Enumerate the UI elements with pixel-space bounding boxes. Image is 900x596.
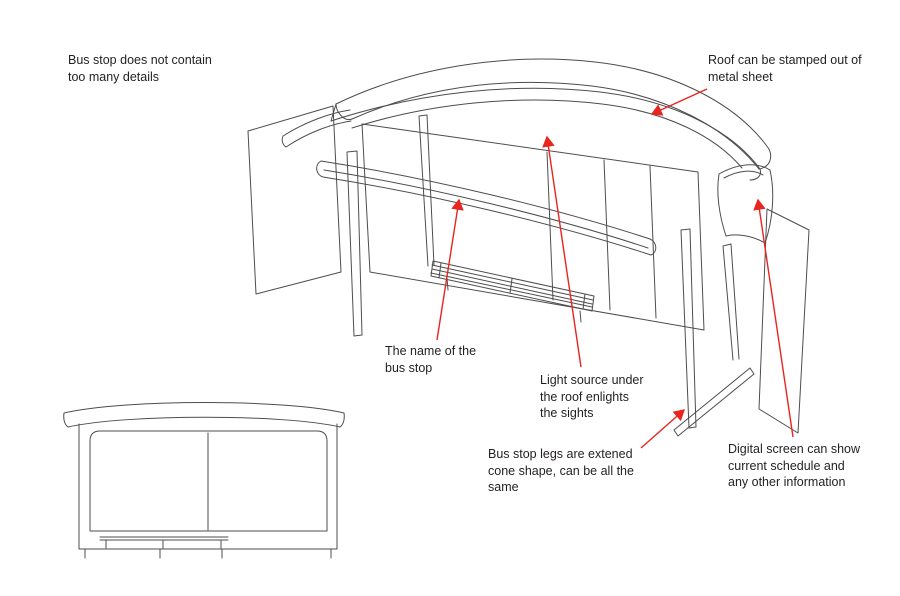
note-screen: Digital screen can show current schedule… (728, 442, 861, 489)
bench-ticks (438, 262, 586, 310)
bench-legs (446, 277, 582, 323)
leg-back-right (722, 243, 740, 361)
front-roof (63, 402, 345, 428)
front-legs (84, 548, 332, 559)
bus-stop-front-view-sketch (63, 402, 345, 559)
roof-front-edge (330, 87, 761, 181)
note-light: Light source under the roof enlights the… (540, 373, 644, 420)
name-board-arrow (436, 198, 464, 341)
note-intro: Bus stop does not contain too many detai… (68, 53, 212, 84)
leg-front-right (680, 228, 697, 429)
name-board (316, 160, 657, 256)
front-glass (89, 430, 328, 532)
back-wall-divider-1 (546, 151, 554, 301)
roof (335, 58, 772, 170)
legs-arrow (640, 409, 686, 449)
back-wall (361, 123, 705, 331)
front-body (78, 423, 338, 550)
front-bench (99, 536, 229, 549)
left-overhang-lower (285, 120, 352, 148)
left-overhang-cap (281, 135, 287, 148)
note-legs: Bus stop legs are extened cone shape, ca… (488, 447, 634, 494)
light-arrow (542, 135, 582, 368)
left-panel (247, 105, 342, 295)
name-board-inner-line (323, 169, 649, 249)
roof-arrow (650, 88, 708, 116)
base-rail-right (673, 367, 755, 437)
digital-screen-panel (758, 208, 810, 434)
note-name-board: The name of the bus stop (385, 344, 477, 375)
bench-slats (430, 264, 594, 308)
roof-underside (351, 99, 743, 169)
note-roof: Roof can be stamped out of metal sheet (708, 53, 862, 84)
annotation-arrows (436, 88, 794, 449)
bench (430, 260, 595, 312)
back-wall-divider-3 (649, 165, 657, 319)
leg-front-left (346, 150, 363, 337)
screen-arrow (753, 198, 794, 438)
left-overhang (282, 109, 351, 137)
bus-stop-perspective-sketch (247, 58, 810, 437)
right-curved-sign-inner (723, 170, 764, 179)
